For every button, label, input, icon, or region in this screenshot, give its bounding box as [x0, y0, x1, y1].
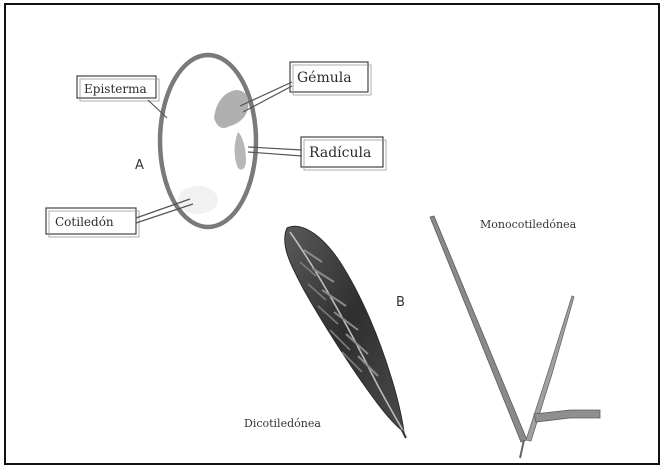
radicula-label: Radícula — [248, 137, 386, 170]
cotiledon-text: Cotiledón — [55, 215, 114, 229]
part-b-letter: B — [396, 295, 405, 310]
gemula-label: Gémula — [240, 62, 371, 112]
monocot-plant — [430, 216, 600, 458]
dicot-leaf — [285, 226, 406, 438]
monocot-blade-long — [430, 216, 527, 442]
cotiledon-label: Cotiledón — [46, 199, 193, 237]
radicula-text: Radícula — [309, 145, 371, 161]
episperma-label: Episterma — [77, 76, 167, 118]
monocot-blade-side — [534, 410, 600, 422]
episperma-text: Episterma — [84, 82, 147, 96]
monocot-caption: Monocotiledónea — [480, 218, 577, 231]
gemula-text: Gémula — [297, 70, 352, 86]
dicot-caption: Dicotiledónea — [244, 417, 321, 430]
part-a-letter: A — [135, 158, 144, 173]
monocot-stem — [520, 440, 524, 458]
seed-diagram — [160, 55, 256, 227]
cotiledon-shade — [178, 186, 218, 214]
